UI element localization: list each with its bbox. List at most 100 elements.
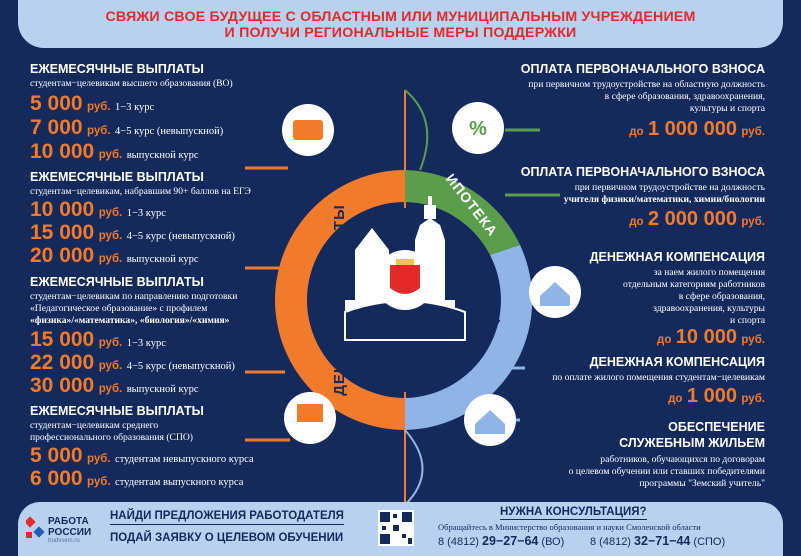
right-guide-line: [404, 89, 429, 171]
note: 4−5 курс (невыпускной): [126, 231, 235, 242]
cta-apply-target-training[interactable]: ПОДАЙ ЗАЯВКУ О ЦЕЛЕВОМ ОБУЧЕНИИ: [110, 532, 344, 544]
r1-line-2: в сфере образования, здравоохранения,: [604, 91, 765, 102]
currency: руб.: [741, 334, 765, 346]
block2-subtitle: студентам−целевикам, набравшим 90+ балло…: [30, 186, 251, 197]
mortgage-arc: [405, 170, 520, 255]
amount: 1 000: [686, 385, 737, 407]
amount: 22 000: [30, 351, 95, 374]
left-connectors: [245, 166, 290, 442]
block1-title: ЕЖЕМЕСЯЧНЫЕ ВЫПЛАТЫ: [30, 62, 204, 76]
amount: 1 000 000: [647, 118, 737, 140]
r2-title: ОПЛАТА ПЕРВОНАЧАЛЬНОГО ВЗНОСА: [520, 165, 765, 179]
block1-row-3: 10 000 руб. выпускной курс: [30, 140, 199, 164]
block1-row-2: 7 000 руб. 4−5 курс (невыпускной): [30, 116, 223, 140]
currency: руб.: [87, 476, 111, 488]
block3-subtitle-2: «Педагогическое образование» с профилем: [30, 303, 208, 314]
phone-vo[interactable]: 8 (4812) 29−27−64 (ВО): [438, 534, 564, 548]
currency: руб.: [87, 101, 111, 113]
qr-code-icon[interactable]: [378, 510, 414, 546]
block3-subtitle-3: «физика»/«математика», «биология»/«химия…: [30, 315, 230, 326]
currency: руб.: [87, 453, 111, 465]
rabota-rossii-logo[interactable]: РАБОТА РОССИИ trudvsem.ru: [26, 508, 96, 550]
currency: руб.: [741, 393, 765, 405]
note: выпускной курс: [126, 254, 199, 265]
block2-title: ЕЖЕМЕСЯЧНЫЕ ВЫПЛАТЫ: [30, 170, 204, 184]
logo-line-1: РАБОТА: [48, 516, 89, 527]
r3-line-3: в сфере образования,: [678, 291, 765, 302]
amount: 10 000: [30, 140, 95, 163]
housing-arc: [405, 245, 533, 430]
crown-icon: [396, 259, 414, 265]
r5-line-1: работников, обучающихся по договорам: [600, 454, 765, 465]
block2-row-3: 20 000 руб. выпускной курс: [30, 244, 199, 268]
r2-line-2: учителя физики/математики, химии/биологи…: [563, 194, 765, 205]
block3-row-1: 15 000 руб. 1−3 курс: [30, 328, 166, 352]
amount: 7 000: [30, 116, 83, 139]
block4-row-2: 6 000 руб. студентам выпускного курса: [30, 467, 243, 491]
phone-code: 8 (4812): [438, 536, 479, 548]
amount: 6 000: [30, 467, 83, 490]
phone-number: 32−71−44: [634, 534, 691, 548]
amount: 10 000: [675, 326, 737, 348]
note: выпускной курс: [126, 150, 199, 161]
note: студентам выпускного курса: [115, 477, 244, 488]
logo-site: trudvsem.ru: [48, 538, 80, 544]
r3-title: ДЕНЕЖНАЯ КОМПЕНСАЦИЯ: [589, 250, 765, 264]
r1-line-1: при первичном трудоустройстве на областн…: [528, 79, 765, 90]
currency: руб.: [741, 126, 765, 138]
block1-subtitle: студентам−целевикам высшего образования …: [30, 78, 233, 89]
note: 1−3 курс: [126, 338, 166, 349]
note: 4−5 курс (невыпускной): [126, 361, 235, 372]
r3-line-5: и спорта: [730, 315, 765, 326]
block3-title: ЕЖЕМЕСЯЧНЫЕ ВЫПЛАТЫ: [30, 275, 204, 289]
teacher-icon: [297, 404, 323, 422]
amount: 15 000: [30, 221, 95, 244]
block4-subtitle-1: студентам−целевикам среднего: [30, 420, 159, 431]
phone-tag: (СПО): [693, 536, 726, 548]
r5-line-3: программы "Земский учитель": [639, 478, 765, 489]
amount: 30 000: [30, 374, 95, 397]
prefix: до: [657, 334, 672, 346]
logo-line-2: РОССИИ: [48, 527, 92, 538]
r3-line-1: за наем жилого помещения: [653, 267, 765, 278]
block2-row-1: 10 000 руб. 1−3 курс: [30, 198, 166, 222]
phone-spo[interactable]: 8 (4812) 32−71−44 (СПО): [590, 534, 725, 548]
r5-title-1: ОБЕСПЕЧЕНИЕ: [668, 420, 765, 434]
amount: 15 000: [30, 328, 95, 351]
note: студентам невыпускного курса: [115, 454, 254, 465]
wallet-icon: [293, 120, 323, 140]
consult-title: НУЖНА КОНСУЛЬТАЦИЯ?: [500, 506, 647, 520]
footer-bar: РАБОТА РОССИИ trudvsem.ru НАЙДИ ПРЕДЛОЖЕ…: [18, 502, 783, 556]
r2-amount-row: до 2 000 000 руб.: [629, 208, 765, 231]
block4-subtitle-2: профессионального образования (СПО): [30, 432, 194, 443]
note: 1−3 курс: [126, 208, 166, 219]
amount: 20 000: [30, 244, 95, 267]
note: 4−5 курс (невыпускной): [115, 126, 224, 137]
phone-number: 29−27−64: [482, 534, 539, 548]
note: выпускной курс: [126, 384, 199, 395]
r2-line-1: при первичном трудоустройстве на должнос…: [574, 182, 765, 193]
currency: руб.: [98, 149, 123, 161]
block3-row-3: 30 000 руб. выпускной курс: [30, 374, 199, 398]
r5-title-2: СЛУЖЕБНЫМ ЖИЛЬЕМ: [619, 436, 765, 450]
r3-amount-row: до 10 000 руб.: [657, 326, 765, 349]
phone-tag: (ВО): [541, 536, 565, 548]
prefix: до: [668, 393, 683, 405]
currency: руб.: [741, 216, 765, 228]
cta-find-offers[interactable]: НАЙДИ ПРЕДЛОЖЕНИЯ РАБОТОДАТЕЛЯ: [110, 510, 344, 525]
r3-line-4: здравоохранения, культуры: [653, 303, 765, 314]
arc-label-money: ДЕНЕЖНЫЕ ВЫПЛАТЫ: [331, 204, 348, 396]
block4-row-1: 5 000 руб. студентам невыпускного курса: [30, 444, 254, 468]
currency: руб.: [98, 383, 123, 395]
coat-of-arms-icon: [390, 265, 420, 294]
amount: 5 000: [30, 92, 83, 115]
block4-title: ЕЖЕМЕСЯЧНЫЕ ВЫПЛАТЫ: [30, 404, 204, 418]
percent-icon: %: [469, 118, 487, 140]
page-header: СВЯЖИ СВОЕ БУДУЩЕЕ С ОБЛАСТНЫМ ИЛИ МУНИЦ…: [18, 0, 783, 48]
r1-amount-row: до 1 000 000 руб.: [629, 118, 765, 141]
prefix: до: [629, 126, 644, 138]
block1-row-1: 5 000 руб. 1−3 курс: [30, 92, 154, 116]
prefix: до: [629, 216, 644, 228]
block2-row-2: 15 000 руб. 4−5 курс (невыпускной): [30, 221, 235, 245]
